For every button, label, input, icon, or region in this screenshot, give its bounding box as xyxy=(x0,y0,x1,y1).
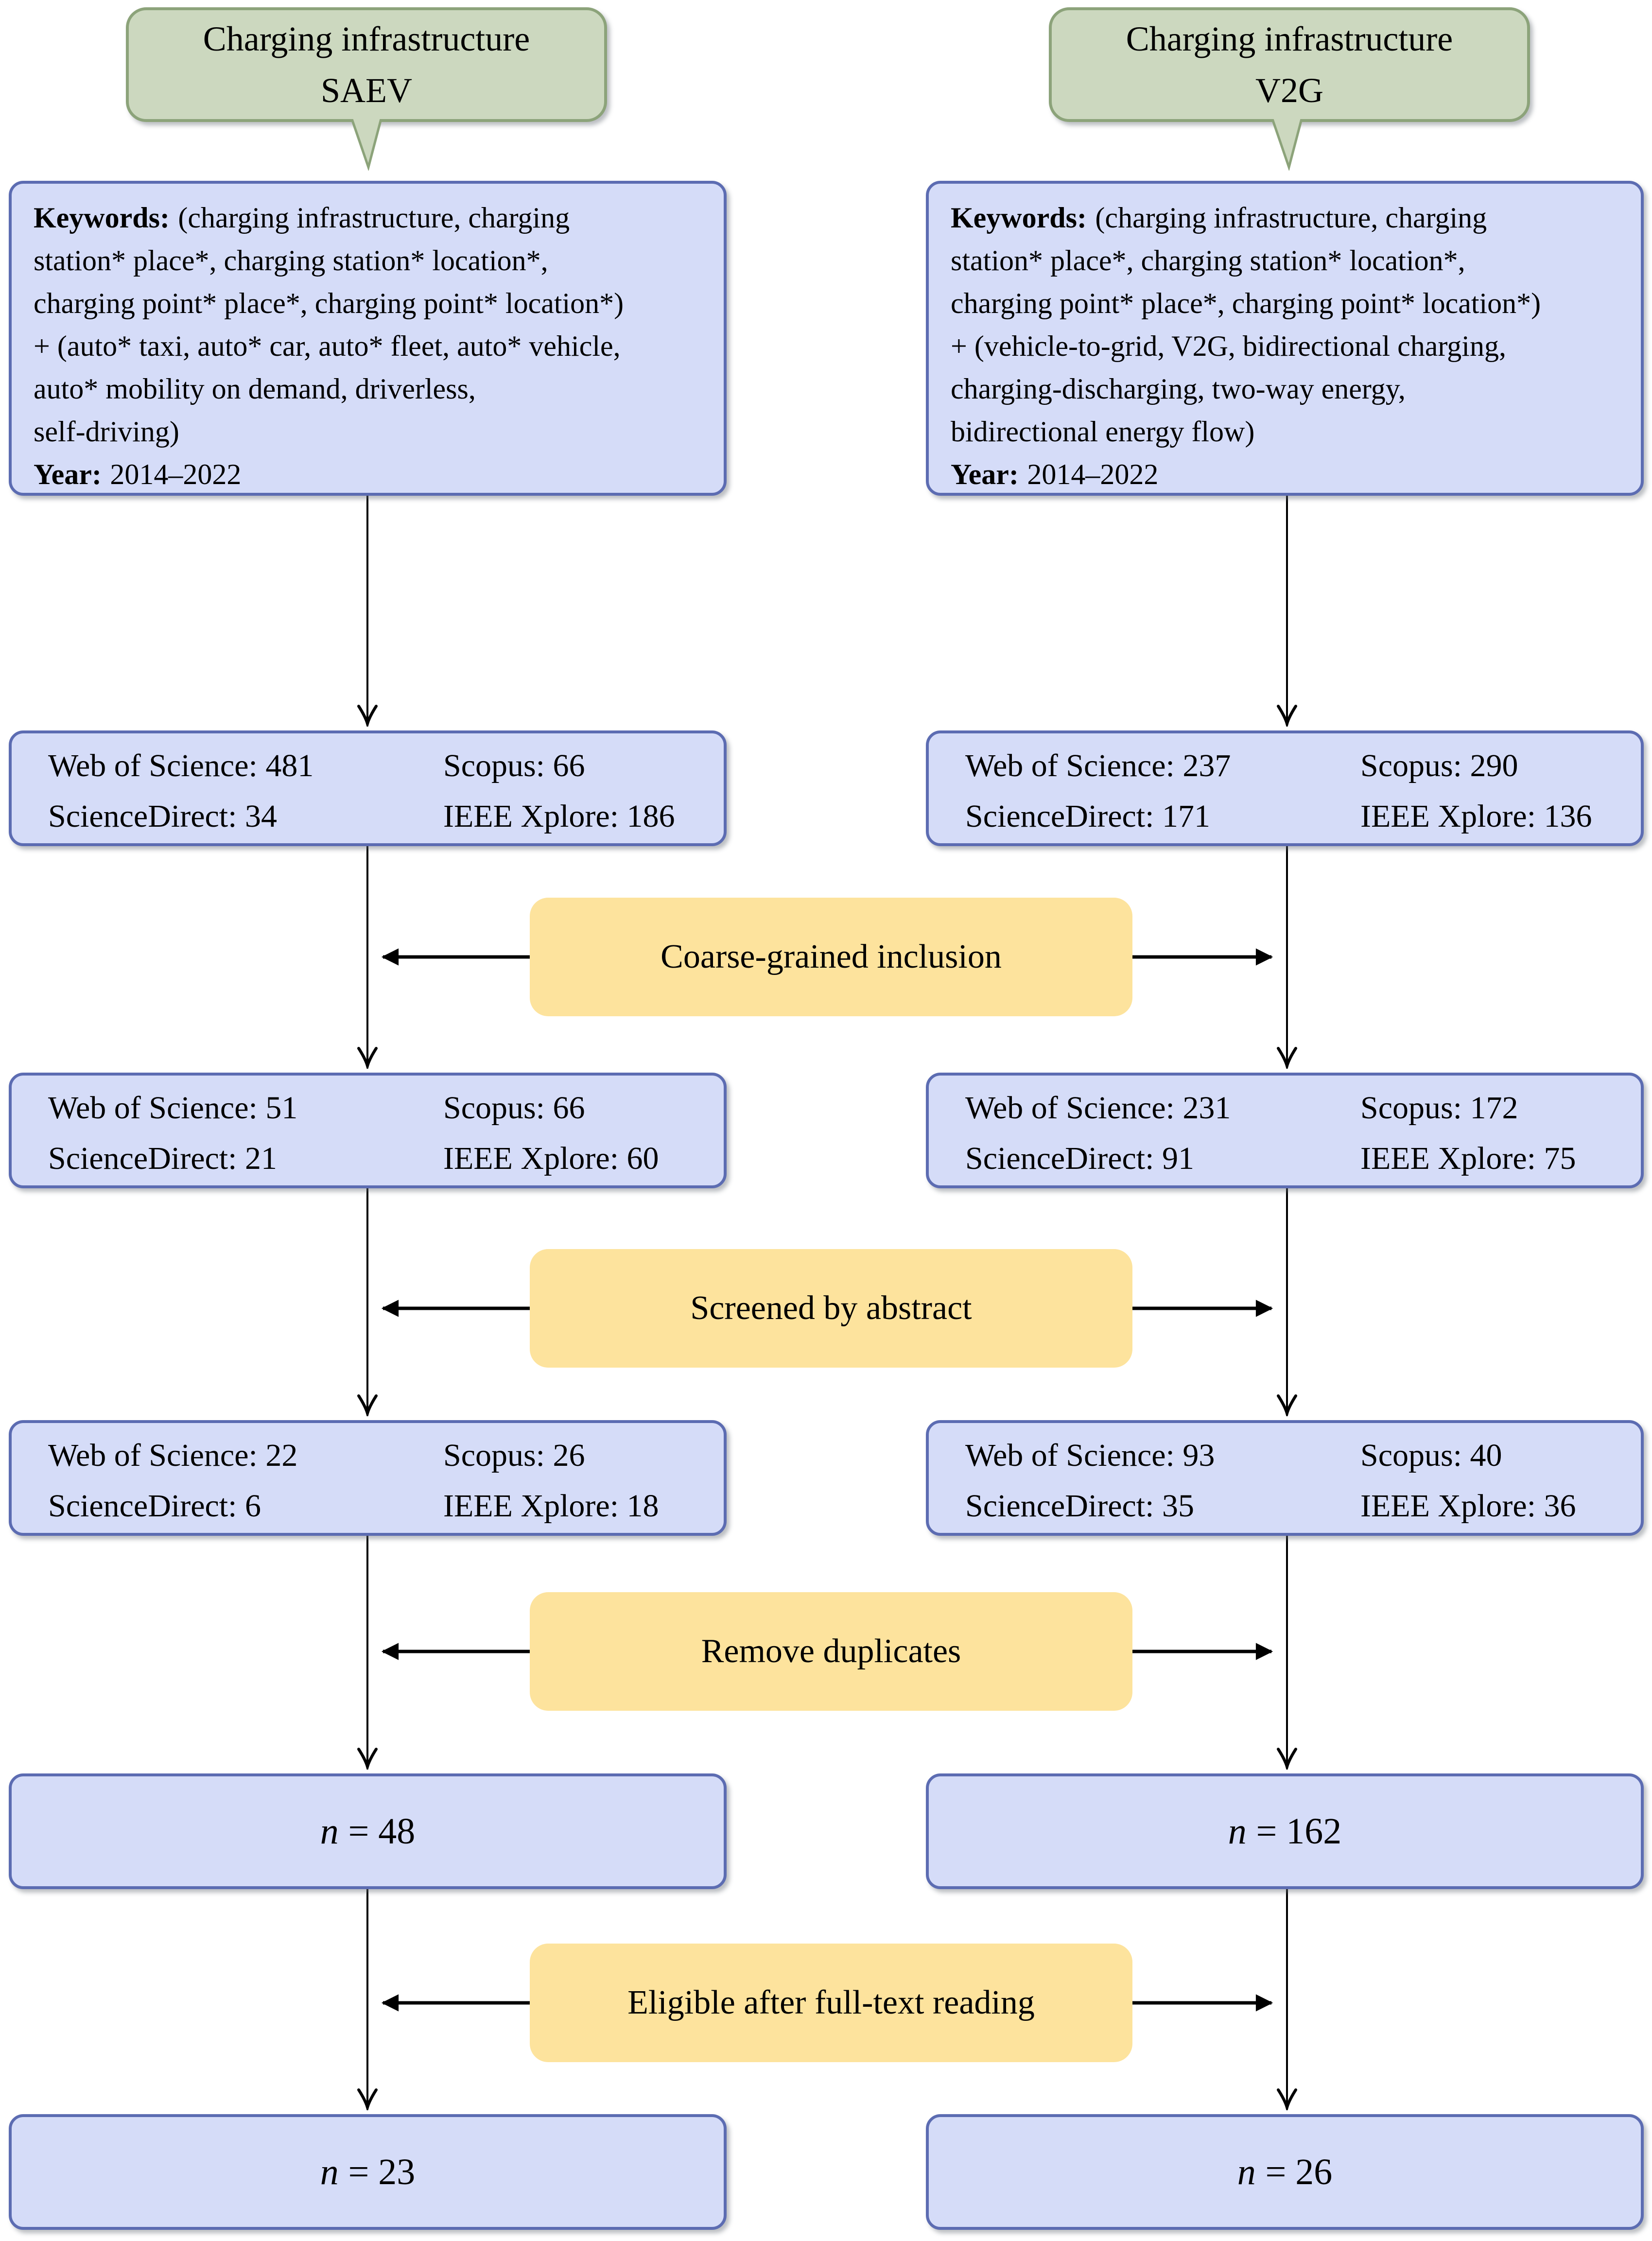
db-count: IEEE Xplore: 136 xyxy=(1360,799,1592,834)
year-value: 2014–2022 xyxy=(1027,458,1159,490)
callout-saev-tail xyxy=(351,119,382,171)
year-label: Year: xyxy=(951,458,1019,490)
process-step-coarse-grained-inclusion: Coarse-grained inclusion xyxy=(530,898,1132,1016)
db-count: ScienceDirect: 91 xyxy=(965,1141,1194,1176)
stage3-box-saev: Web of Science: 22 ScienceDirect: 6 Scop… xyxy=(9,1420,727,1536)
keywords-line: bidirectional energy flow) xyxy=(951,416,1255,448)
keywords-label: Keywords: xyxy=(34,202,170,234)
year-label: Year: xyxy=(34,458,102,490)
db-count: Scopus: 172 xyxy=(1360,1090,1518,1126)
callout-v2g-line1: Charging infrastructure xyxy=(1126,19,1453,58)
db-count: Scopus: 40 xyxy=(1360,1438,1502,1473)
keywords-line: charging point* place*, charging point* … xyxy=(34,287,624,319)
stage2-box-v2g: Web of Science: 231 ScienceDirect: 91 Sc… xyxy=(926,1073,1644,1188)
db-count: Scopus: 66 xyxy=(443,748,585,783)
keywords-line: auto* mobility on demand, driverless, xyxy=(34,373,476,405)
result-box-v2g-after-duplicates: n= 162 xyxy=(926,1773,1644,1889)
process-label: Screened by abstract xyxy=(690,1289,972,1327)
stage3-box-v2g: Web of Science: 93 ScienceDirect: 35 Sco… xyxy=(926,1420,1644,1536)
callout-tail-shape xyxy=(1271,119,1303,171)
process-step-eligible-full-text: Eligible after full-text reading xyxy=(530,1944,1132,2062)
db-count: Web of Science: 231 xyxy=(965,1090,1231,1126)
db-count: ScienceDirect: 34 xyxy=(48,799,277,834)
db-count: ScienceDirect: 35 xyxy=(965,1488,1194,1524)
keywords-line: + (auto* taxi, auto* car, auto* fleet, a… xyxy=(34,330,621,362)
db-count: Web of Science: 22 xyxy=(48,1438,298,1473)
stage1-box-saev: Web of Science: 481 ScienceDirect: 34 Sc… xyxy=(9,730,727,846)
callout-v2g-line2: V2G xyxy=(1255,71,1323,110)
n-value: = 162 xyxy=(1256,1810,1342,1852)
keywords-line: charging point* place*, charging point* … xyxy=(951,287,1541,319)
callout-saev-line1: Charging infrastructure xyxy=(203,19,530,58)
keywords-label: Keywords: xyxy=(951,202,1087,234)
n-value: = 23 xyxy=(348,2151,416,2192)
stage2-box-saev: Web of Science: 51 ScienceDirect: 21 Sco… xyxy=(9,1073,727,1188)
keywords-line: self-driving) xyxy=(34,416,179,448)
db-count: ScienceDirect: 21 xyxy=(48,1141,277,1176)
n-variable: n xyxy=(320,2151,339,2192)
result-box-v2g-final: n= 26 xyxy=(926,2114,1644,2230)
keywords-line: + (vehicle-to-grid, V2G, bidirectional c… xyxy=(951,330,1506,362)
process-label: Coarse-grained inclusion xyxy=(661,938,1002,975)
process-step-remove-duplicates: Remove duplicates xyxy=(530,1592,1132,1711)
callout-saev: Charging infrastructure SAEV xyxy=(126,7,607,122)
n-variable: n xyxy=(320,1810,339,1852)
db-count: IEEE Xplore: 36 xyxy=(1360,1488,1576,1524)
keywords-line: (charging infrastructure, charging xyxy=(178,202,570,234)
db-count: Web of Science: 481 xyxy=(48,748,314,783)
keywords-line: charging-discharging, two-way energy, xyxy=(951,373,1406,405)
process-label: Remove duplicates xyxy=(701,1633,961,1670)
process-step-screened-by-abstract: Screened by abstract xyxy=(530,1249,1132,1368)
db-count: Web of Science: 237 xyxy=(965,748,1231,783)
n-value: = 26 xyxy=(1265,2151,1333,2192)
db-count: Web of Science: 93 xyxy=(965,1438,1215,1473)
db-count: Scopus: 26 xyxy=(443,1438,585,1473)
callout-tail-shape xyxy=(351,119,382,171)
keywords-line: station* place*, charging station* locat… xyxy=(951,244,1465,277)
year-value: 2014–2022 xyxy=(110,458,242,490)
db-count: ScienceDirect: 171 xyxy=(965,799,1210,834)
result-box-saev-final: n= 23 xyxy=(9,2114,727,2230)
callout-saev-line2: SAEV xyxy=(320,71,412,110)
n-variable: n xyxy=(1228,1810,1247,1852)
n-variable: n xyxy=(1237,2151,1256,2192)
db-count: Web of Science: 51 xyxy=(48,1090,298,1126)
process-label: Eligible after full-text reading xyxy=(627,1984,1035,2021)
keywords-box-v2g: Keywords:(charging infrastructure, charg… xyxy=(926,181,1644,496)
db-count: IEEE Xplore: 75 xyxy=(1360,1141,1576,1176)
result-box-saev-after-duplicates: n= 48 xyxy=(9,1773,727,1889)
db-count: ScienceDirect: 6 xyxy=(48,1488,261,1524)
db-count: IEEE Xplore: 186 xyxy=(443,799,675,834)
keywords-line: station* place*, charging station* locat… xyxy=(34,244,548,277)
callout-v2g: Charging infrastructure V2G xyxy=(1049,7,1530,122)
db-count: IEEE Xplore: 60 xyxy=(443,1141,659,1176)
db-count: Scopus: 66 xyxy=(443,1090,585,1126)
db-count: Scopus: 290 xyxy=(1360,748,1518,783)
stage1-box-v2g: Web of Science: 237 ScienceDirect: 171 S… xyxy=(926,730,1644,846)
callout-v2g-tail xyxy=(1271,119,1303,171)
db-count: IEEE Xplore: 18 xyxy=(443,1488,659,1524)
keywords-line: (charging infrastructure, charging xyxy=(1095,202,1487,234)
n-value: = 48 xyxy=(348,1810,416,1852)
keywords-box-saev: Keywords:(charging infrastructure, charg… xyxy=(9,181,727,496)
